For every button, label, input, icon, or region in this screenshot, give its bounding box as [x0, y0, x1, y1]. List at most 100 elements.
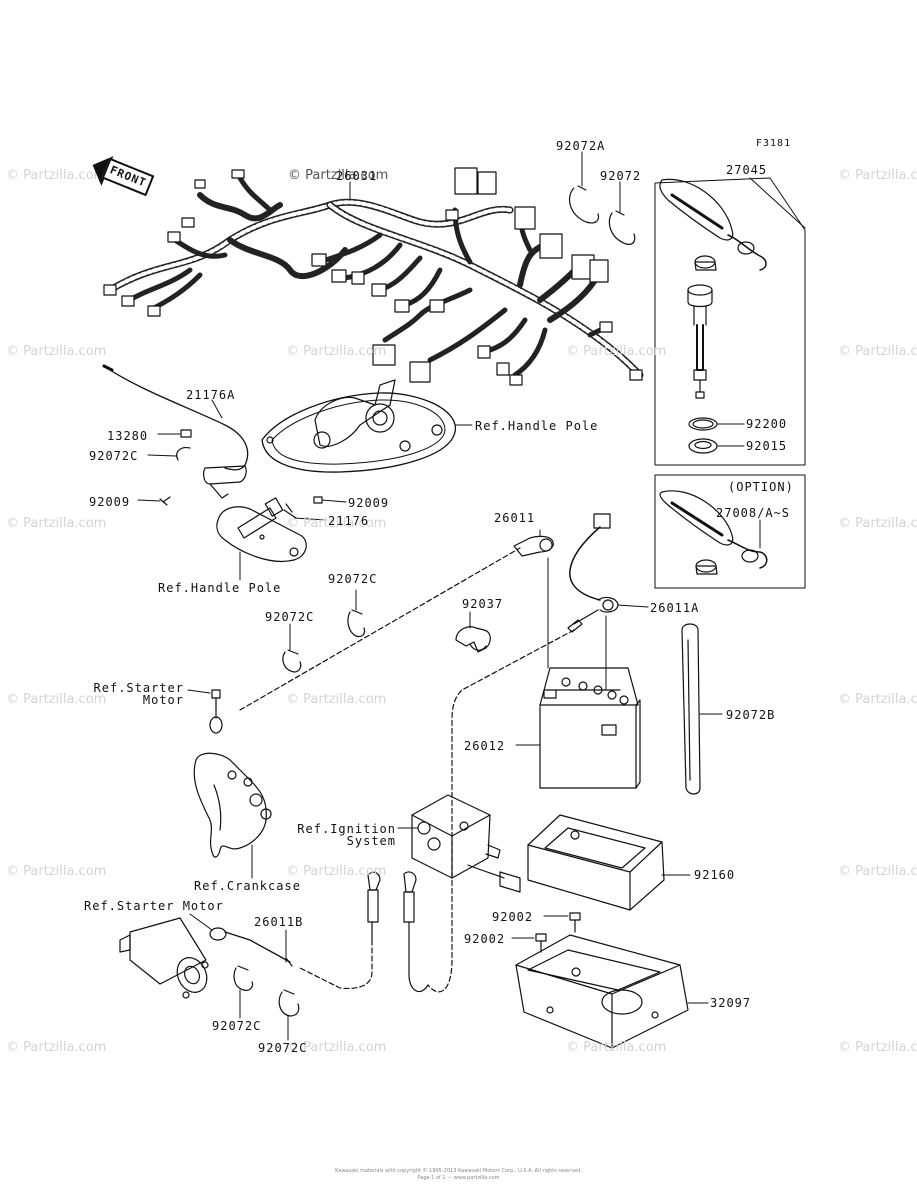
- label-92002[interactable]: 92002: [492, 910, 534, 924]
- label-92015[interactable]: 92015: [746, 439, 788, 453]
- label-ref-handle-pole[interactable]: Ref.Handle Pole: [475, 419, 599, 433]
- main-harness-26031[interactable]: [103, 167, 644, 386]
- leader-21176: [293, 517, 327, 521]
- watermark: © Partzilla.com: [286, 344, 387, 359]
- ignition-unit[interactable]: [411, 794, 521, 893]
- washer-92200[interactable]: [688, 417, 718, 431]
- handle-pole-cover[interactable]: [261, 379, 456, 473]
- leader-26011A: [617, 604, 649, 608]
- crankcase[interactable]: [193, 752, 272, 858]
- watermark: © Partzilla.com: [838, 168, 917, 183]
- sensor-21176[interactable]: [237, 497, 297, 539]
- nut-92015[interactable]: [688, 438, 718, 454]
- label-option: (OPTION): [728, 480, 794, 494]
- label-ref-starter-motor[interactable]: Ref.Starter Motor: [84, 899, 224, 913]
- watermark: © Partzilla.com: [6, 516, 107, 531]
- leader-92009-b: [321, 499, 347, 503]
- leader-ref-starter-b: [189, 913, 213, 931]
- watermark: © Partzilla.com: [6, 692, 107, 707]
- label-13280[interactable]: 13280: [107, 429, 149, 443]
- label-92072C[interactable]: 92072C: [265, 610, 315, 624]
- label-92072C[interactable]: 92072C: [258, 1041, 308, 1055]
- label-ref-handle-pole[interactable]: Ref.Handle Pole: [158, 581, 282, 595]
- cable-26011B[interactable]: [209, 927, 293, 967]
- holder-92009-a[interactable]: [159, 465, 247, 506]
- label-92009[interactable]: 92009: [89, 495, 131, 509]
- switch-27008[interactable]: [659, 490, 768, 575]
- label-92002[interactable]: 92002: [464, 932, 506, 946]
- label-92072C[interactable]: 92072C: [212, 1019, 262, 1033]
- label-92037[interactable]: 92037: [462, 597, 504, 611]
- battery-26012[interactable]: [539, 667, 641, 789]
- footer-line-2: Page 1 of 1 — www.partzilla.com: [417, 1175, 500, 1181]
- cable-26011A[interactable]: [567, 513, 619, 633]
- strap-92072B[interactable]: [681, 623, 701, 795]
- label-32097[interactable]: 32097: [710, 996, 752, 1010]
- copyright-footer: Kawasaki materials with copyright © 1995…: [0, 1168, 917, 1182]
- label-92072B[interactable]: 92072B: [726, 708, 776, 722]
- label-ref-crankcase[interactable]: Ref.Crankcase: [194, 879, 301, 893]
- clamp-92072C-c[interactable]: [282, 649, 302, 673]
- watermark-center: © Partzilla.com: [288, 168, 389, 183]
- clamp-92072C-e[interactable]: [278, 989, 300, 1017]
- clamp-92072C-a[interactable]: [176, 447, 191, 461]
- clamp-92037[interactable]: [455, 626, 491, 653]
- label-ref-ignition-system[interactable]: Ref.Ignition System: [297, 822, 396, 848]
- label-26011A[interactable]: 26011A: [650, 601, 700, 615]
- label-21176[interactable]: 21176: [328, 514, 370, 528]
- watermark: © Partzilla.com: [838, 516, 917, 531]
- label-27008[interactable]: 27008/A~S: [716, 506, 791, 520]
- watermark: © Partzilla.com: [838, 1040, 917, 1055]
- leader-92072C-a: [147, 454, 177, 457]
- label-26011B[interactable]: 26011B: [254, 915, 304, 929]
- switch-27045[interactable]: [659, 178, 767, 399]
- label-ref-starter-motor[interactable]: Ref.Starter Motor: [93, 681, 184, 707]
- watermark: © Partzilla.com: [6, 344, 107, 359]
- label-92200[interactable]: 92200: [746, 417, 788, 431]
- bolt-92002-a[interactable]: [569, 912, 581, 933]
- ignition-cable-left[interactable]: [367, 871, 381, 941]
- watermark: © Partzilla.com: [286, 516, 387, 531]
- leader-21176A: [211, 399, 223, 419]
- clamp-92072C-b[interactable]: [347, 609, 366, 638]
- watermark: © Partzilla.com: [286, 864, 387, 879]
- label-92072[interactable]: 92072: [600, 169, 642, 183]
- watermark: © Partzilla.com: [286, 1040, 387, 1055]
- leader-27045: [749, 177, 806, 229]
- bolt-92009-b[interactable]: [313, 496, 323, 504]
- starter-motor[interactable]: [119, 917, 212, 999]
- label-27045[interactable]: 27045: [726, 163, 768, 177]
- watermark: © Partzilla.com: [6, 1040, 107, 1055]
- label-26031[interactable]: 26031: [336, 169, 378, 183]
- bolt-92002-b[interactable]: [535, 933, 547, 953]
- label-92160[interactable]: 92160: [694, 868, 736, 882]
- handle-pole-bracket[interactable]: [216, 506, 307, 562]
- label-92072C[interactable]: 92072C: [328, 572, 378, 586]
- battery-case-32097[interactable]: [515, 934, 689, 1049]
- watermark: © Partzilla.com: [838, 864, 917, 879]
- battery-tray-92160[interactable]: [527, 814, 665, 911]
- clamp-92072A[interactable]: [568, 185, 600, 224]
- label-21176A[interactable]: 21176A: [186, 388, 236, 402]
- label-92072A[interactable]: 92072A: [556, 139, 606, 153]
- watermark: © Partzilla.com: [6, 168, 107, 183]
- watermark: © Partzilla.com: [838, 692, 917, 707]
- figure-code: F3181: [756, 138, 792, 149]
- watermark: © Partzilla.com: [286, 692, 387, 707]
- label-92072C[interactable]: 92072C: [89, 449, 139, 463]
- wire-21176A[interactable]: [102, 364, 249, 471]
- ignition-cable-right[interactable]: [403, 871, 429, 993]
- connect-ignition-starter: [299, 939, 373, 990]
- watermark: © Partzilla.com: [838, 344, 917, 359]
- clamp-92072[interactable]: [608, 210, 636, 245]
- tag-13280[interactable]: [180, 429, 192, 438]
- label-92009[interactable]: 92009: [348, 496, 390, 510]
- box-option: [654, 474, 806, 589]
- clamp-92072C-d[interactable]: [233, 965, 254, 991]
- label-26011[interactable]: 26011: [494, 511, 536, 525]
- label-26012[interactable]: 26012: [464, 739, 506, 753]
- cable-26011[interactable]: [239, 535, 554, 711]
- bolt-ref-starter[interactable]: [209, 689, 223, 734]
- watermark: © Partzilla.com: [6, 864, 107, 879]
